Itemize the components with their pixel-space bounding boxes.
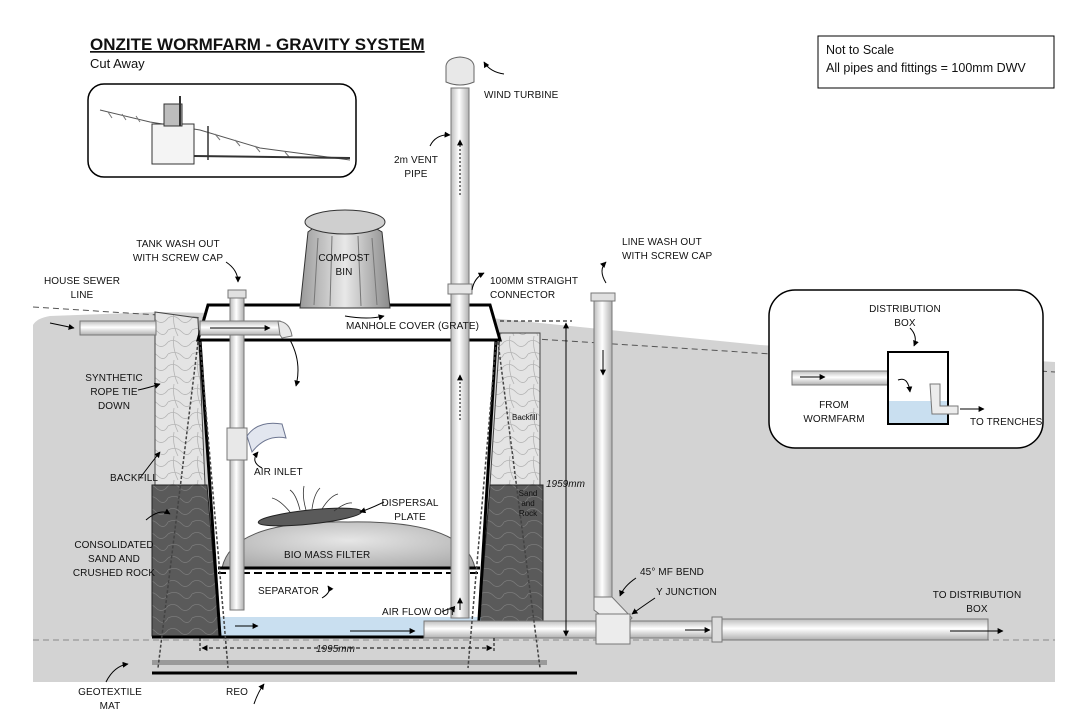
label-bio-mass-filter: BIO MASS FILTER xyxy=(284,550,370,561)
label-house-sewer-1: HOUSE SEWER xyxy=(44,276,120,287)
sewer-flow-arrow xyxy=(49,322,75,330)
distribution-inset xyxy=(768,289,1044,449)
label-to-distribution-2: BOX xyxy=(966,604,988,615)
label-reo: REO xyxy=(226,687,248,698)
label-vent-pipe-2: PIPE xyxy=(404,169,427,180)
label-air-inlet: AIR INLET xyxy=(254,467,303,478)
label-rope-3: DOWN xyxy=(98,401,130,412)
label-compost-bin-2: BIN xyxy=(336,267,353,278)
line-wash-out-cap xyxy=(590,292,616,302)
sewer-inlet-elbow xyxy=(277,320,293,339)
pointer-arrows xyxy=(105,61,919,705)
label-air-flow-out: AIR FLOW OUT xyxy=(382,607,455,618)
line-wash-out-pipe xyxy=(593,296,613,598)
label-from-wormfarm-1: FROM xyxy=(819,400,849,411)
house-sewer-pipe xyxy=(79,320,157,336)
label-bend: 45° MF BEND xyxy=(640,567,704,578)
label-sand-3: Rock xyxy=(519,509,538,518)
vent-pipe xyxy=(450,87,470,619)
label-backfill-inner: Backfill xyxy=(512,413,538,422)
note-not-to-scale: Not to Scale xyxy=(826,43,894,57)
label-tank-wash-out-1: TANK WASH OUT xyxy=(136,239,220,250)
label-y-junction: Y JUNCTION xyxy=(656,587,717,598)
y-junction xyxy=(595,613,631,645)
label-dispersal-2: PLATE xyxy=(394,512,426,523)
label-geotextile-2: MAT xyxy=(100,701,121,712)
outlet-pipe-b xyxy=(717,618,989,641)
label-compost-bin-1: COMPOST xyxy=(318,253,369,264)
label-connector-1: 100MM STRAIGHT xyxy=(490,276,578,287)
straight-connector xyxy=(447,283,473,295)
label-line-wash-out-2: WITH SCREW CAP xyxy=(622,251,713,262)
label-backfill: BACKFILL xyxy=(110,473,158,484)
label-sand-2: and xyxy=(521,499,534,508)
page-title: ONZITE WORMFARM - GRAVITY SYSTEM xyxy=(90,35,425,54)
label-consolidated-1: CONSOLIDATED xyxy=(74,540,153,551)
label-to-trenches: TO TRENCHES xyxy=(970,417,1043,428)
label-rope-1: SYNTHETIC xyxy=(85,373,143,384)
tank-wall-right xyxy=(476,339,498,637)
depth-dimension xyxy=(500,320,572,637)
note-pipes: All pipes and fittings = 100mm DWV xyxy=(826,61,1026,75)
label-consolidated-3: CRUSHED ROCK xyxy=(73,568,156,579)
label-house-sewer-2: LINE xyxy=(71,290,94,301)
label-depth: 1959mm xyxy=(546,479,585,490)
label-connector-2: CONNECTOR xyxy=(490,290,555,301)
label-from-wormfarm-2: WORMFARM xyxy=(803,414,864,425)
compost-bin xyxy=(299,209,391,309)
pipe-coupling xyxy=(711,616,723,643)
label-vent-pipe-1: 2m VENT xyxy=(394,155,438,166)
label-geotextile-1: GEOTEXTILE xyxy=(78,687,142,698)
wind-turbine xyxy=(445,56,475,86)
label-width: 1995mm xyxy=(316,644,355,655)
tank-outlet-pipe xyxy=(423,620,597,639)
label-tank-wash-out-2: WITH SCREW CAP xyxy=(133,253,224,264)
geotextile-mat xyxy=(152,660,547,665)
label-distribution-box-2: BOX xyxy=(894,318,916,329)
dispersal-drips xyxy=(271,485,353,513)
rope-tie-downs xyxy=(157,341,541,669)
separator xyxy=(218,566,480,574)
inset-sketch xyxy=(87,83,357,178)
label-sand-1: Sand xyxy=(519,489,538,498)
air-inlet-elbow xyxy=(246,422,287,454)
tank-wash-out-cap xyxy=(227,289,247,299)
label-wind-turbine: WIND TURBINE xyxy=(484,90,559,101)
label-line-wash-out-1: LINE WASH OUT xyxy=(622,237,702,248)
label-distribution-box-1: DISTRIBUTION xyxy=(869,304,941,315)
label-separator: SEPARATOR xyxy=(258,586,319,597)
label-consolidated-2: SAND AND xyxy=(88,554,140,565)
width-dimension xyxy=(199,638,495,652)
label-to-distribution-1: TO DISTRIBUTION xyxy=(933,590,1022,601)
label-dispersal-1: DISPERSAL xyxy=(381,498,438,509)
notes-box xyxy=(817,35,1055,89)
page-subtitle: Cut Away xyxy=(90,56,145,71)
air-inlet-tee xyxy=(226,427,248,461)
label-manhole-cover: MANHOLE COVER (GRATE) xyxy=(346,321,479,332)
label-rope-2: ROPE TIE xyxy=(90,387,138,398)
